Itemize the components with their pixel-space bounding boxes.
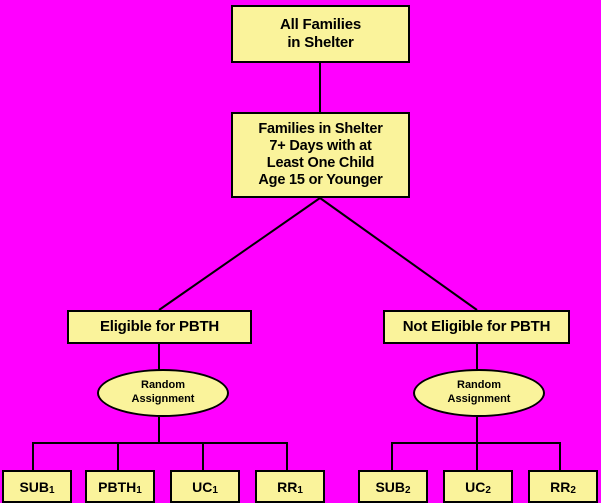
drop-rr2	[559, 442, 561, 471]
node-not-eligible-for-pbth[interactable]: Not Eligible for PBTH	[383, 310, 570, 344]
outcome-sub1-subscript: 1	[49, 485, 55, 496]
node-eligible-for-pbth[interactable]: Eligible for PBTH	[67, 310, 252, 344]
outcome-pbth1-subscript: 1	[136, 485, 142, 496]
connector-random-right-stem	[476, 417, 478, 443]
outcome-uc1-subscript: 1	[212, 485, 218, 496]
distribution-bar-left	[32, 442, 287, 444]
connector-all-families-to-criteria	[319, 63, 321, 112]
connector-random-left-stem	[158, 417, 160, 443]
node-random-assignment-left[interactable]: Random Assignment	[97, 369, 229, 417]
node-all-families-line2: in Shelter	[287, 34, 354, 51]
connector-eligible-to-random	[158, 344, 160, 371]
random-right-line1: Random	[457, 379, 501, 392]
outcome-rr1-subscript: 1	[297, 485, 303, 496]
node-criteria-line2: 7+ Days with at	[269, 137, 372, 154]
outcome-sub2-subscript: 2	[405, 485, 411, 496]
node-families-in-shelter-criteria[interactable]: Families in Shelter 7+ Days with at Leas…	[231, 112, 410, 198]
outcome-rr1-base: RR	[277, 478, 298, 495]
random-left-line1: Random	[141, 379, 185, 392]
drop-sub1	[32, 442, 34, 471]
random-left-line2: Assignment	[131, 393, 195, 405]
outcome-uc1-base: UC	[192, 478, 213, 495]
drop-rr1	[286, 442, 288, 471]
node-eligible-label: Eligible for PBTH	[99, 318, 220, 336]
outcome-uc2-base: UC	[465, 478, 486, 495]
outcome-rr2-subscript: 2	[570, 485, 576, 496]
connector-not-eligible-to-random	[476, 344, 478, 371]
drop-sub2	[391, 442, 393, 471]
connector-criteria-to-not-eligible	[319, 197, 478, 311]
node-not-eligible-label: Not Eligible for PBTH	[402, 318, 551, 336]
node-all-families-in-shelter[interactable]: All Families in Shelter	[231, 5, 410, 63]
node-criteria-line1: Families in Shelter	[258, 120, 383, 137]
connector-criteria-to-eligible	[158, 197, 321, 311]
random-right-line2: Assignment	[447, 393, 511, 405]
drop-uc1	[202, 442, 204, 471]
node-criteria-line4: Age 15 or Younger	[258, 172, 383, 189]
outcome-pbth1-base: PBTH	[98, 478, 137, 495]
node-random-assignment-right[interactable]: Random Assignment	[413, 369, 545, 417]
outcome-sub2-base: SUB	[375, 478, 405, 495]
drop-uc2	[476, 442, 478, 471]
outcome-rr2-base: RR	[550, 478, 571, 495]
drop-pbth1	[117, 442, 119, 471]
node-criteria-line3: Least One Child	[266, 155, 375, 171]
outcome-uc2-subscript: 2	[485, 485, 491, 496]
outcome-sub1-base: SUB	[19, 478, 49, 495]
node-all-families-line1: All Families	[280, 16, 361, 34]
